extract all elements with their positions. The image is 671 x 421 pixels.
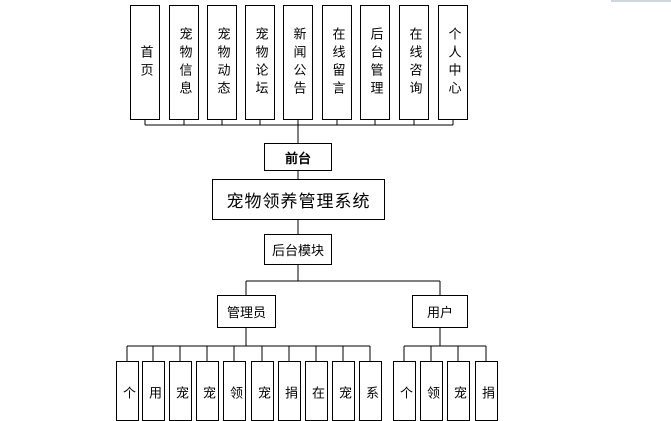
front-module-messages: 在线留言: [322, 5, 352, 120]
admin-module: 领: [223, 361, 246, 421]
front-module-admin: 后台管理: [360, 5, 390, 120]
admin-module: 个: [116, 361, 139, 421]
admin-module: 在: [305, 361, 328, 421]
admin-module: 宠: [169, 361, 192, 421]
user-module: 宠: [447, 361, 470, 421]
front-module-consult: 在线咨询: [399, 5, 429, 120]
connector-lines: [126, 120, 487, 361]
admin-module: 用: [142, 361, 165, 421]
admin-module: 宠: [251, 361, 274, 421]
user-module: 个: [393, 361, 416, 421]
front-module-home: 首页: [130, 5, 160, 120]
window-edge-decoration: [611, 0, 671, 2]
admin-module: 宠: [196, 361, 219, 421]
front-node: 前台: [264, 143, 332, 171]
admin-module: 系: [359, 361, 382, 421]
admin-module: 捐: [278, 361, 301, 421]
system-title-node: 宠物领养管理系统: [212, 179, 385, 220]
user-node: 用户: [412, 295, 468, 328]
front-module-pet-info: 宠物信息: [169, 5, 199, 120]
user-module: 捐: [475, 361, 498, 421]
user-module: 领: [420, 361, 443, 421]
admin-node: 管理员: [217, 295, 276, 328]
front-module-pet-news: 宠物动态: [207, 5, 237, 120]
front-module-profile: 个人中心: [438, 5, 468, 120]
front-module-announcements: 新闻公告: [283, 5, 313, 120]
back-module-node: 后台模块: [264, 234, 332, 265]
admin-module: 宠: [332, 361, 355, 421]
front-module-pet-forum: 宠物论坛: [245, 5, 275, 120]
